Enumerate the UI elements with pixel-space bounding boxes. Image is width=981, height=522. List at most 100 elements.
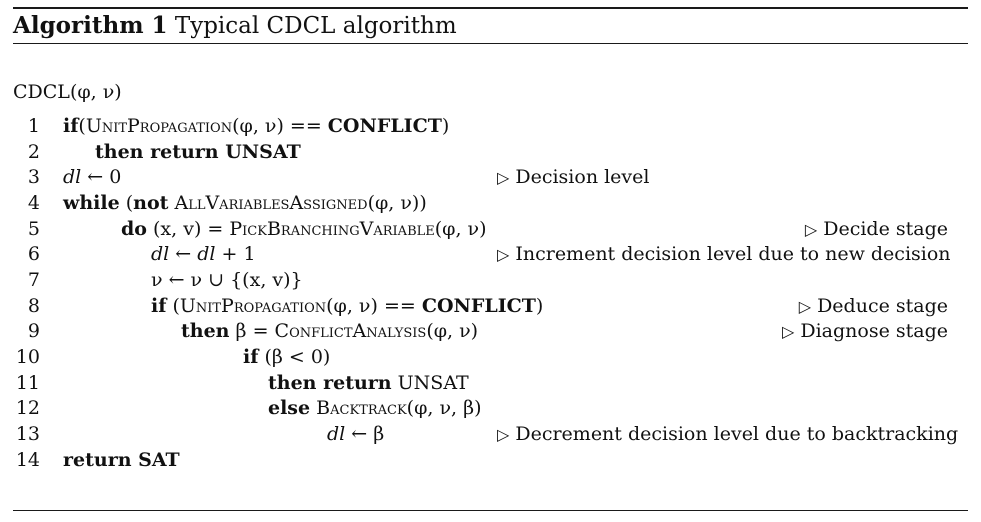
- algorithm-line: 14 return SAT: [0, 447, 981, 473]
- line-number: 11: [15, 372, 40, 394]
- code-token: UnitPropagation: [85, 115, 233, 137]
- code-token: + 1: [215, 243, 256, 265]
- line-code: if (UnitPropagation(φ, ν) == CONFLICT): [151, 293, 543, 319]
- comment-triangle-icon: ▷: [497, 245, 510, 264]
- line-comment: ▷ Decide stage: [805, 216, 948, 243]
- code-token: if: [243, 346, 259, 368]
- code-token: (: [119, 192, 134, 214]
- code-token: dl: [197, 243, 216, 265]
- code-token: do: [121, 218, 147, 240]
- comment-triangle-icon: ▷: [782, 322, 795, 341]
- code-token: ←: [169, 243, 198, 265]
- line-code: ν ← ν ∪ {(x, v)}: [151, 267, 303, 293]
- code-token: not: [133, 192, 169, 214]
- code-token: Backtrack: [316, 397, 407, 419]
- code-token: then return UNSAT: [95, 141, 301, 163]
- code-token: (: [166, 295, 180, 317]
- bottom-rule: [13, 510, 968, 511]
- comment-text: Diagnose stage: [794, 320, 948, 342]
- line-number: 9: [27, 320, 40, 342]
- line-code: dl ← β: [327, 421, 384, 447]
- code-token: (φ, ν): [434, 218, 487, 240]
- code-token: dl: [327, 423, 346, 445]
- code-token: (φ, ν): [426, 320, 479, 342]
- line-code: do (x, v) = PickBranchingVariable(φ, ν): [121, 216, 487, 242]
- comment-text: Decision level: [509, 166, 650, 188]
- code-token: (β < 0): [258, 346, 331, 368]
- comment-triangle-icon: ▷: [804, 220, 818, 239]
- code-token: CONFLICT: [327, 115, 442, 137]
- code-token: (: [78, 115, 86, 137]
- line-number: 6: [27, 243, 40, 265]
- algorithm-line: 11 then return UNSAT: [0, 370, 981, 396]
- line-number: 2: [27, 141, 40, 163]
- line-code: else Backtrack(φ, ν, β): [268, 395, 481, 421]
- line-code: then return UNSAT: [95, 139, 301, 165]
- line-number: 13: [15, 423, 40, 445]
- code-token: UnitPropagation: [179, 295, 327, 317]
- comment-text: Decrement decision level due to backtrac…: [509, 423, 959, 445]
- algorithm-line: 12 else Backtrack(φ, ν, β): [0, 395, 981, 421]
- line-comment: ▷ Diagnose stage: [782, 318, 948, 345]
- line-number: 5: [27, 218, 40, 240]
- code-token: (φ, ν)): [367, 192, 427, 214]
- line-number: 3: [27, 166, 40, 188]
- line-number: 14: [15, 449, 40, 471]
- code-token: then return: [268, 372, 392, 394]
- code-token: ): [535, 295, 544, 317]
- comment-text: Deduce stage: [811, 295, 948, 317]
- comment-text: Decide stage: [817, 218, 948, 240]
- caption-label: Algorithm 1: [13, 12, 168, 39]
- line-comment: ▷ Decision level: [497, 164, 649, 191]
- code-token: (x, v) =: [146, 218, 230, 240]
- line-code: dl ← 0: [63, 164, 121, 190]
- algorithm-line: 7 ν ← ν ∪ {(x, v)}: [0, 267, 981, 293]
- line-number: 12: [15, 397, 40, 419]
- caption-title: Typical CDCL algorithm: [174, 13, 457, 39]
- comment-triangle-icon: ▷: [798, 297, 812, 316]
- code-token: (φ, ν) ==: [326, 295, 422, 317]
- code-token: (φ, ν, β): [406, 397, 482, 419]
- code-token: ← 0: [81, 166, 122, 188]
- code-token: dl: [151, 243, 170, 265]
- code-token: return SAT: [63, 449, 180, 471]
- code-token: if: [63, 115, 79, 137]
- code-token: AllVariablesAssigned: [174, 192, 368, 214]
- line-number: 7: [27, 269, 40, 291]
- algorithm-line: 5 do (x, v) = PickBranchingVariable(φ, ν)…: [0, 216, 981, 242]
- code-token: CONFLICT: [421, 295, 536, 317]
- algorithm-line: 6 dl ← dl + 1 ▷ Increment decision level d…: [0, 241, 981, 267]
- line-code: if (β < 0): [243, 344, 330, 370]
- line-code: if(UnitPropagation(φ, ν) == CONFLICT): [63, 113, 449, 139]
- code-token: (φ, ν) ==: [232, 115, 328, 137]
- code-token: ← β: [345, 423, 385, 445]
- procedure-signature: CDCL(φ, ν): [13, 79, 122, 105]
- line-number: 8: [27, 295, 40, 317]
- line-code: then return UNSAT: [268, 370, 469, 396]
- line-code: dl ← dl + 1: [151, 241, 256, 267]
- code-token: while: [63, 192, 120, 214]
- algorithm-line: 2 then return UNSAT: [0, 139, 981, 165]
- line-code: then β = ConflictAnalysis(φ, ν): [181, 318, 478, 344]
- comment-text: Increment decision level due to new deci…: [509, 243, 951, 265]
- comment-triangle-icon: ▷: [497, 168, 510, 187]
- procedure-name: CDCL: [13, 81, 70, 103]
- line-comment: ▷ Increment decision level due to new de…: [497, 241, 951, 268]
- line-comment: ▷ Decrement decision level due to backtr…: [497, 421, 958, 448]
- code-token: UNSAT: [391, 372, 469, 394]
- caption-rule: [13, 43, 968, 44]
- code-token: dl: [63, 166, 82, 188]
- algorithm-line: 9 then β = ConflictAnalysis(φ, ν) ▷ Diagno…: [0, 318, 981, 344]
- comment-triangle-icon: ▷: [497, 425, 510, 444]
- algorithm-line: 3 dl ← 0 ▷ Decision level: [0, 164, 981, 190]
- code-token: then: [181, 320, 230, 342]
- line-number: 10: [15, 346, 40, 368]
- algorithm-line: 13 dl ← β ▷ Decrement decision level due t…: [0, 421, 981, 447]
- line-number: 1: [27, 115, 40, 137]
- procedure-args: (φ, ν): [69, 81, 122, 103]
- algorithm-line: 1 if(UnitPropagation(φ, ν) == CONFLICT): [0, 113, 981, 139]
- code-token: else: [268, 397, 311, 419]
- code-token: if: [151, 295, 167, 317]
- line-code: while (not AllVariablesAssigned(φ, ν)): [63, 190, 427, 216]
